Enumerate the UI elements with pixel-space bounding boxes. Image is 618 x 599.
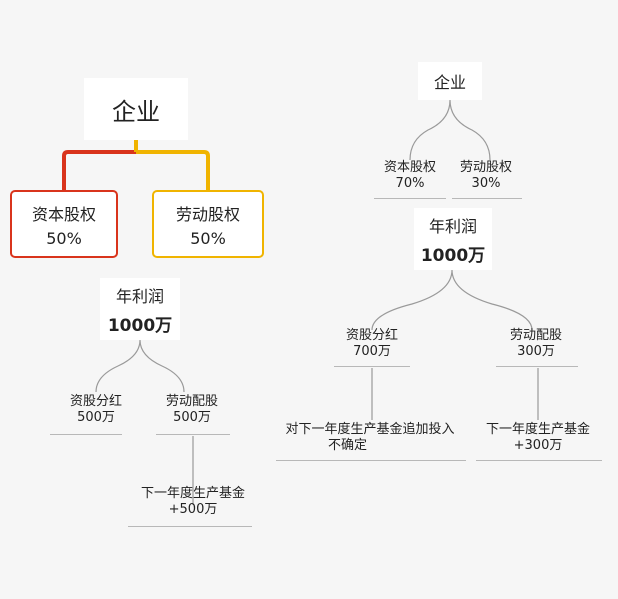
labor-connector bbox=[136, 150, 210, 190]
right-root-label: 企业 bbox=[433, 73, 466, 92]
left-laborshare-amount: 500万 bbox=[173, 410, 211, 426]
right-root-node: 企业 bbox=[418, 62, 482, 100]
left-profit-branch bbox=[95, 339, 185, 393]
right-dividend-label: 资股分红 bbox=[345, 328, 398, 343]
right-capital-pct: 70% bbox=[395, 176, 425, 192]
right-fund-text: 下一年度生产基金 +300万 bbox=[476, 422, 600, 455]
right-invest-underline bbox=[276, 460, 466, 461]
left-fund-underline bbox=[128, 526, 252, 527]
left-laborshare-underline bbox=[156, 434, 230, 435]
left-dividend-text: 资股分红 500万 bbox=[50, 394, 142, 427]
right-capital-label: 资本股权 bbox=[383, 160, 436, 175]
right-laborshare-amount: 300万 bbox=[517, 344, 555, 360]
left-capital-node: 资本股权 50% bbox=[10, 190, 118, 258]
right-fund-amount: +300万 bbox=[513, 438, 563, 454]
left-fund-label: 下一年度生产基金 bbox=[140, 486, 245, 501]
right-labor-label: 劳动股权 bbox=[459, 160, 512, 175]
left-dividend-label: 资股分红 bbox=[69, 394, 122, 409]
right-dividend-amount: 700万 bbox=[353, 344, 391, 360]
right-capital-underline bbox=[374, 198, 446, 199]
right-fund-underline bbox=[476, 460, 602, 461]
capital-connector bbox=[62, 150, 136, 190]
right-laborshare-text: 劳动配股 300万 bbox=[494, 328, 578, 361]
left-fund-amount: +500万 bbox=[168, 502, 218, 518]
right-labor-pct: 30% bbox=[471, 176, 501, 192]
left-profit-label: 年利润 bbox=[115, 286, 164, 306]
right-profit-label: 年利润 bbox=[428, 216, 477, 236]
left-labor-label: 劳动股权 bbox=[175, 204, 240, 224]
left-laborshare-text: 劳动配股 500万 bbox=[146, 394, 238, 427]
left-labor-pct: 50% bbox=[190, 228, 226, 248]
left-profit-amount: 1000万 bbox=[107, 315, 173, 336]
left-capital-label: 资本股权 bbox=[31, 204, 96, 224]
right-dividend-text: 资股分红 700万 bbox=[330, 328, 414, 361]
right-profit-node: 年利润 1000万 bbox=[414, 208, 492, 270]
right-profit-branch bbox=[371, 269, 533, 331]
right-invest-label: 对下一年度生产基金追加投入 bbox=[285, 422, 455, 437]
right-labor-underline bbox=[452, 198, 522, 199]
left-laborshare-label: 劳动配股 bbox=[165, 394, 218, 409]
right-invest-amount: 不确定 bbox=[328, 438, 368, 454]
right-profit-amount: 1000万 bbox=[420, 245, 486, 266]
right-labor-text: 劳动股权 30% bbox=[446, 160, 526, 193]
left-root-node: 企业 bbox=[84, 78, 188, 140]
right-fund-label: 下一年度生产基金 bbox=[485, 422, 590, 437]
right-laborshare-underline bbox=[496, 366, 578, 367]
right-invest-text: 对下一年度生产基金追加投入 不确定 bbox=[272, 422, 468, 455]
left-root-label: 企业 bbox=[112, 97, 160, 126]
right-capital-text: 资本股权 70% bbox=[370, 160, 450, 193]
right-dividend-underline bbox=[334, 366, 410, 367]
left-profit-node: 年利润 1000万 bbox=[100, 278, 180, 340]
left-dividend-underline bbox=[50, 434, 122, 435]
right-root-branch bbox=[409, 99, 491, 161]
left-labor-node: 劳动股权 50% bbox=[152, 190, 264, 258]
left-fund-text: 下一年度生产基金 +500万 bbox=[122, 486, 264, 519]
left-dividend-amount: 500万 bbox=[77, 410, 115, 426]
right-laborshare-label: 劳动配股 bbox=[509, 328, 562, 343]
left-capital-pct: 50% bbox=[46, 228, 82, 248]
